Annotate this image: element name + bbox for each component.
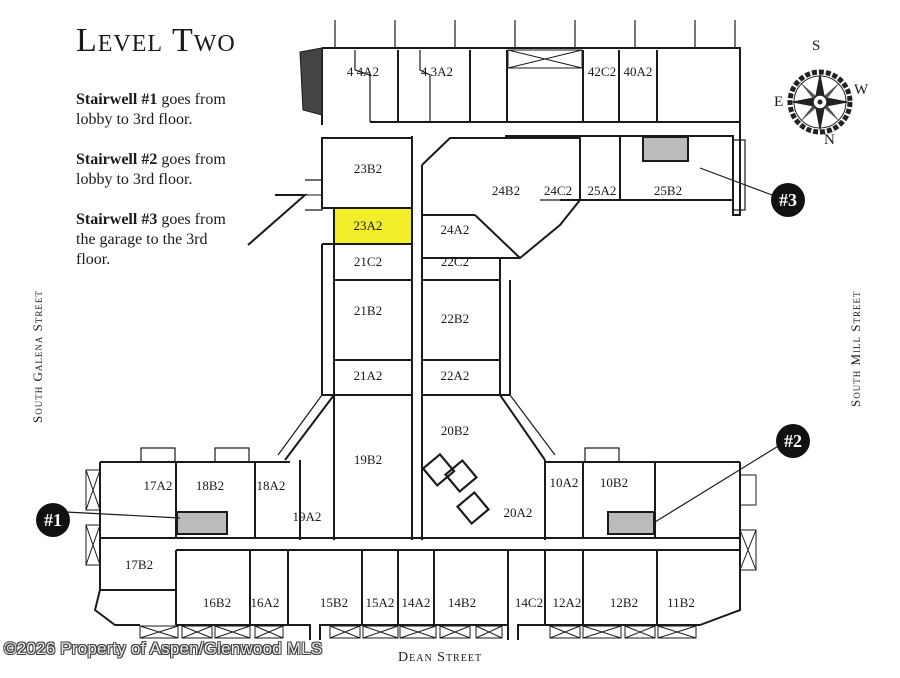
compass-letter-bottom: N	[824, 132, 835, 148]
unit-22B2[interactable]: 22B2	[441, 311, 469, 326]
note-text: goes from lobby to 3rd floor.	[76, 91, 226, 128]
unit-15B2[interactable]: 15B2	[320, 595, 348, 610]
unit-12B2[interactable]: 12B2	[610, 595, 638, 610]
note-label: Stairwell #3	[76, 211, 158, 228]
unit-16B2[interactable]: 16B2	[203, 595, 231, 610]
unit-21A2[interactable]: 21A2	[354, 368, 383, 383]
stairwell-1-note: Stairwell #1 goes from lobby to 3rd floo…	[76, 90, 261, 130]
unit-14C2[interactable]: 14C2	[515, 595, 543, 610]
compass-letter-right: W	[854, 82, 869, 98]
unit-25A2[interactable]: 25A2	[588, 183, 617, 198]
page-title: Level Two	[76, 22, 236, 59]
compass-letter-left: E	[774, 94, 784, 110]
note-text: goes from the garage to the 3rd floor.	[76, 211, 226, 268]
unit-20B2[interactable]: 20B2	[441, 423, 469, 438]
unit-10A2[interactable]: 10A2	[550, 475, 579, 490]
unit-18B2[interactable]: 18B2	[196, 478, 224, 493]
unit-17A2[interactable]: 17A2	[144, 478, 173, 493]
unit-10B2[interactable]: 10B2	[600, 475, 628, 490]
unit-20A2[interactable]: 20A2	[504, 505, 533, 520]
stairwell-2-badge: #2	[776, 424, 810, 458]
unit-24A2[interactable]: 24A2	[441, 222, 470, 237]
watermark: ©2026 Property of Aspen/Glenwood MLS	[4, 639, 323, 658]
unit-42C2[interactable]: 42C2	[588, 64, 616, 79]
unit-44A2[interactable]: 4 4A2	[347, 64, 379, 79]
stairwell-3-note: Stairwell #3 goes from the garage to the…	[76, 210, 241, 270]
unit-17B2[interactable]: 17B2	[125, 557, 153, 572]
compass-icon	[787, 69, 853, 135]
compass-rose: S W E N	[770, 38, 880, 158]
note-label: Stairwell #2	[76, 151, 158, 168]
unit-25B2[interactable]: 25B2	[654, 183, 682, 198]
unit-43A2[interactable]: 4 3A2	[421, 64, 453, 79]
unit-19A2[interactable]: 19A2	[293, 509, 322, 524]
note-label: Stairwell #1	[76, 91, 158, 108]
unit-23B2[interactable]: 23B2	[354, 161, 382, 176]
unit-40A2[interactable]: 40A2	[624, 64, 653, 79]
unit-15A2[interactable]: 15A2	[366, 595, 395, 610]
unit-22C2[interactable]: 22C2	[441, 254, 469, 269]
unit-16A2[interactable]: 16A2	[251, 595, 280, 610]
unit-18A2[interactable]: 18A2	[257, 478, 286, 493]
compass-letter-top: S	[812, 38, 821, 54]
unit-22A2[interactable]: 22A2	[441, 368, 470, 383]
unit-14B2[interactable]: 14B2	[448, 595, 476, 610]
unit-21C2[interactable]: 21C2	[354, 254, 382, 269]
stairwell-3-badge: #3	[771, 183, 805, 217]
note-text: goes from lobby to 3rd floor.	[76, 151, 226, 188]
stairwell-2-note: Stairwell #2 goes from lobby to 3rd floo…	[76, 150, 261, 190]
unit-12A2[interactable]: 12A2	[553, 595, 582, 610]
unit-21B2[interactable]: 21B2	[354, 303, 382, 318]
unit-24C2[interactable]: 24C2	[544, 183, 572, 198]
street-label-south: Dean Street	[398, 650, 483, 665]
unit-19B2[interactable]: 19B2	[354, 452, 382, 467]
unit-11B2[interactable]: 11B2	[667, 595, 695, 610]
unit-24B2[interactable]: 24B2	[492, 183, 520, 198]
unit-23A2[interactable]: 23A2	[354, 218, 383, 233]
unit-14A2[interactable]: 14A2	[402, 595, 431, 610]
stairwell-1-badge: #1	[36, 503, 70, 537]
